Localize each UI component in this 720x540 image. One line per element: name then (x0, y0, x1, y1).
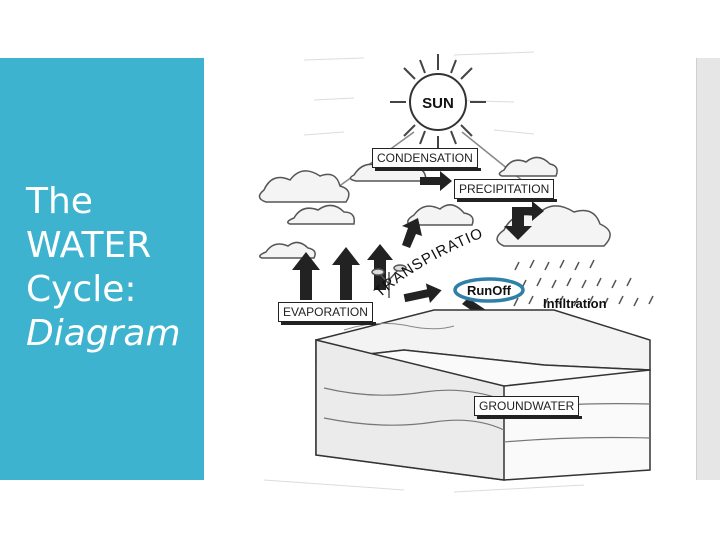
plant-icon (371, 264, 407, 298)
condensation-label: CONDENSATION (372, 148, 481, 171)
evaporation-arrow-icon (367, 244, 393, 290)
cloud-icon (259, 241, 316, 259)
precipitation-label: PRECIPITATION (454, 179, 558, 202)
diagram-drawing: SUN (198, 27, 654, 493)
slide-title: The WATER Cycle: Diagram (26, 180, 181, 356)
precipitation-arrow-icon (512, 201, 544, 221)
title-line-4: Diagram (26, 313, 181, 354)
rain-down-arrow-icon (504, 210, 532, 240)
evaporation-label: EVAPORATION (278, 302, 376, 325)
cloud-icon (287, 204, 356, 225)
cloud-icon (407, 204, 474, 226)
runoff-arrow-icon (403, 283, 442, 303)
condensation-arrow-icon (420, 171, 452, 191)
evaporation-arrow-icon (292, 252, 320, 300)
runoff-label: RunOff (467, 283, 512, 298)
title-panel (0, 58, 204, 480)
land-block (315, 309, 651, 481)
runoff-highlight (453, 277, 525, 303)
cloud-icon (498, 156, 558, 177)
sun-icon: SUN (390, 54, 486, 152)
title-line-1: The (26, 181, 93, 222)
background-sketch (263, 51, 585, 493)
cloud-icons (258, 156, 611, 259)
water-cycle-diagram: SUN (198, 27, 696, 500)
cloud-icon (258, 170, 350, 203)
transpiration-arrow-icon (402, 218, 422, 248)
evaporation-arrow-icon (332, 247, 360, 300)
title-line-3: Cycle: (26, 269, 137, 310)
sun-label: SUN (422, 95, 454, 112)
rain-icon (513, 259, 654, 307)
title-line-2: WATER (26, 225, 152, 266)
groundwater-label: GROUNDWATER (474, 396, 583, 419)
infiltration-label: Infiltration (543, 296, 607, 311)
slide-edge-strip (696, 58, 720, 480)
